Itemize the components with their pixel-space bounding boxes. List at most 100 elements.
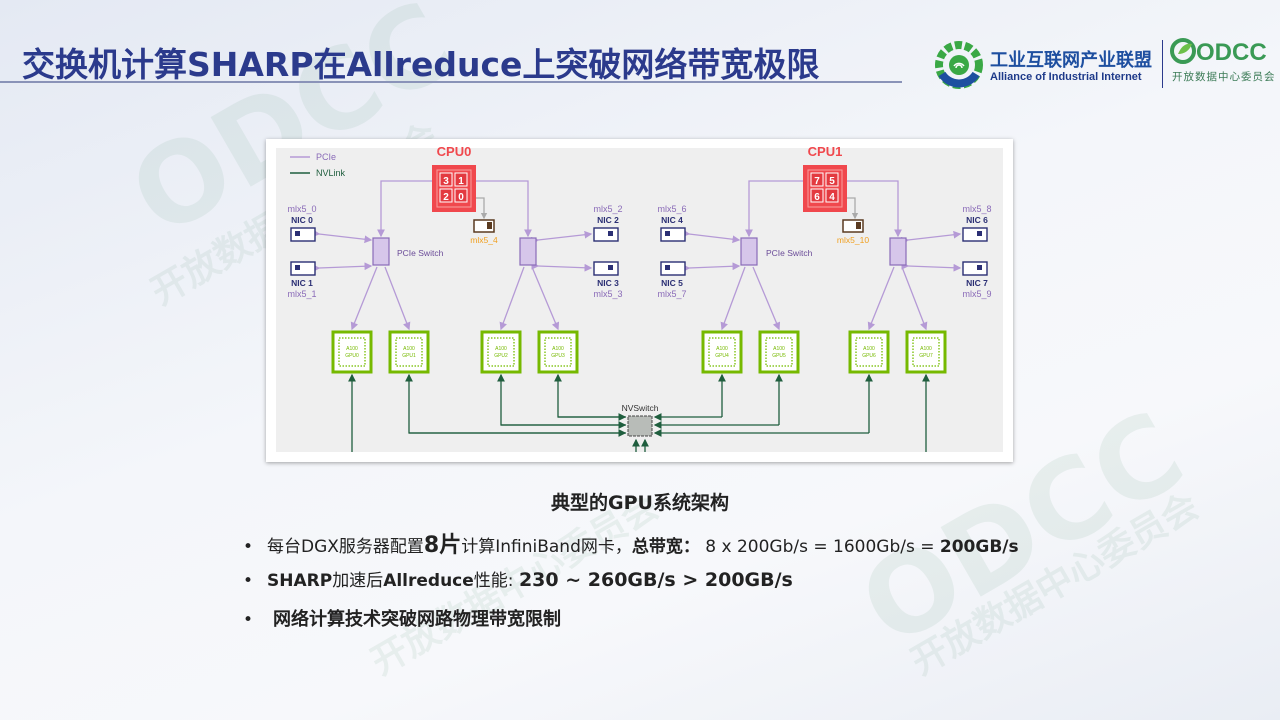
text: 每台DGX服务器配置: [267, 537, 424, 557]
bullet-dot: •: [243, 610, 254, 630]
nic-chip: [295, 231, 300, 236]
text-emph: 网络计算技术突破网路物理带宽限制: [273, 609, 561, 630]
pcie-link: [720, 266, 746, 331]
nic-chip: [665, 265, 670, 270]
pcie-link: [901, 261, 962, 272]
nic-name: NIC 4: [661, 215, 683, 225]
cpu-chip: [803, 165, 847, 212]
gpu-model: A100: [552, 346, 564, 352]
pcie-link: [531, 261, 593, 272]
nvswitch-label: NVSwitch: [622, 403, 659, 413]
pcie-switch-label: PCIe Switch: [766, 248, 813, 258]
cpu-core-id: 2: [443, 192, 449, 203]
gpu-pins: [708, 337, 736, 367]
gear-icon: [935, 41, 983, 89]
cpu-core: [439, 188, 453, 203]
nic-name: NIC 1: [291, 278, 313, 288]
cpu-outline: [807, 169, 843, 208]
slide-title: 交换机计算SHARP在Allreduce上突破网络带宽极限: [22, 45, 820, 84]
nic-device: mlx5_6: [657, 204, 686, 214]
gpu-model: A100: [863, 346, 875, 352]
gpu-pins: [487, 337, 515, 367]
nic-icon: [290, 261, 316, 276]
nic-device: mlx5_3: [593, 289, 622, 299]
text: 加速后: [332, 571, 384, 591]
gpu-pins: [338, 337, 366, 367]
pcie-switch: [372, 237, 390, 266]
gpu-model: A100: [920, 346, 932, 352]
mgmt-nic-chip: [487, 222, 492, 229]
text: 性能:: [473, 571, 519, 591]
gpu-name: GPU6: [862, 353, 876, 359]
nic-name: NIC 5: [661, 278, 683, 288]
cpu-core: [825, 188, 839, 203]
text-emph: Allreduce: [383, 571, 474, 591]
pcie-link: [531, 230, 593, 245]
nic-name: NIC 0: [291, 215, 313, 225]
nic-chip: [977, 265, 982, 270]
mgmt-nic-chip: [856, 222, 861, 229]
bullet-network-compute: • 网络计算技术突破网路物理带宽限制: [243, 605, 561, 631]
gpu-pins: [912, 337, 940, 367]
text-emph: 230 ~ 260GB/s > 200GB/s: [518, 569, 793, 591]
aii-name-cn: 工业互联网产业联盟: [990, 50, 1152, 71]
pcie-link: [312, 229, 373, 244]
cpu-core-id: 1: [458, 176, 464, 187]
nic-name: NIC 2: [597, 215, 619, 225]
nic-device: mlx5_2: [593, 204, 622, 214]
legend-pcie: PCIe: [316, 152, 336, 162]
text-emph: 总带宽：: [631, 537, 700, 557]
cpu-core: [454, 172, 468, 187]
title-divider: [0, 81, 902, 83]
nic-icon: [593, 261, 619, 276]
gpu-name: GPU2: [494, 353, 508, 359]
text-emph: 8片: [423, 533, 462, 558]
nic-chip: [977, 231, 982, 236]
pcie-link: [377, 180, 448, 238]
nic-icon: [962, 261, 988, 276]
cpu-core-id: 3: [443, 176, 449, 187]
gpu-model: A100: [403, 346, 415, 352]
cpu-label: CPU1: [808, 144, 843, 159]
pcie-link: [384, 266, 411, 331]
pcie-link: [752, 266, 781, 331]
bullet-dot: •: [243, 537, 254, 557]
cpu-outline: [436, 169, 472, 208]
pcie-link: [462, 180, 532, 238]
aii-name-en: Alliance of Industrial Internet: [990, 71, 1142, 83]
nic-icon: [593, 227, 619, 242]
nvswitch-chip: [627, 415, 653, 437]
bullet-bandwidth: •每台DGX服务器配置8片计算InfiniBand网卡，总带宽： 8 x 200…: [243, 527, 1019, 559]
pcie-link: [499, 266, 525, 331]
pcie-link: [867, 266, 895, 331]
pcie-switch: [519, 237, 537, 266]
pcie-link: [312, 262, 373, 273]
cpu-core: [810, 172, 824, 187]
pcie-link: [833, 180, 902, 238]
pcie-link: [682, 262, 741, 273]
nic-device: mlx5_9: [962, 289, 991, 299]
nic-icon: [660, 261, 686, 276]
odcc-name-cn: 开放数据中心委员会: [1172, 71, 1276, 83]
pcie-link: [682, 229, 741, 244]
nic-chip: [608, 265, 613, 270]
gpu-name: GPU1: [402, 353, 416, 359]
nic-device: mlx5_7: [657, 289, 686, 299]
gpu-pins: [395, 337, 423, 367]
cpu-core-id: 5: [829, 176, 835, 187]
nic-device: mlx5_8: [962, 204, 991, 214]
text-emph: 200GB/s: [939, 537, 1019, 557]
pcie-switch: [740, 237, 758, 266]
nic-chip: [665, 231, 670, 236]
diagram-caption: 典型的GPU系统架构: [551, 492, 729, 514]
cpu-core: [454, 188, 468, 203]
cpu-core-id: 6: [814, 192, 820, 203]
gpu-name: GPU0: [345, 353, 359, 359]
text: 8 x 200Gb/s = 1600Gb/s =: [699, 537, 940, 557]
nic-chip: [295, 265, 300, 270]
nic-icon: [962, 227, 988, 242]
pcie-link: [901, 266, 928, 331]
gpu-name: GPU7: [919, 353, 933, 359]
gpu-pins: [544, 337, 572, 367]
